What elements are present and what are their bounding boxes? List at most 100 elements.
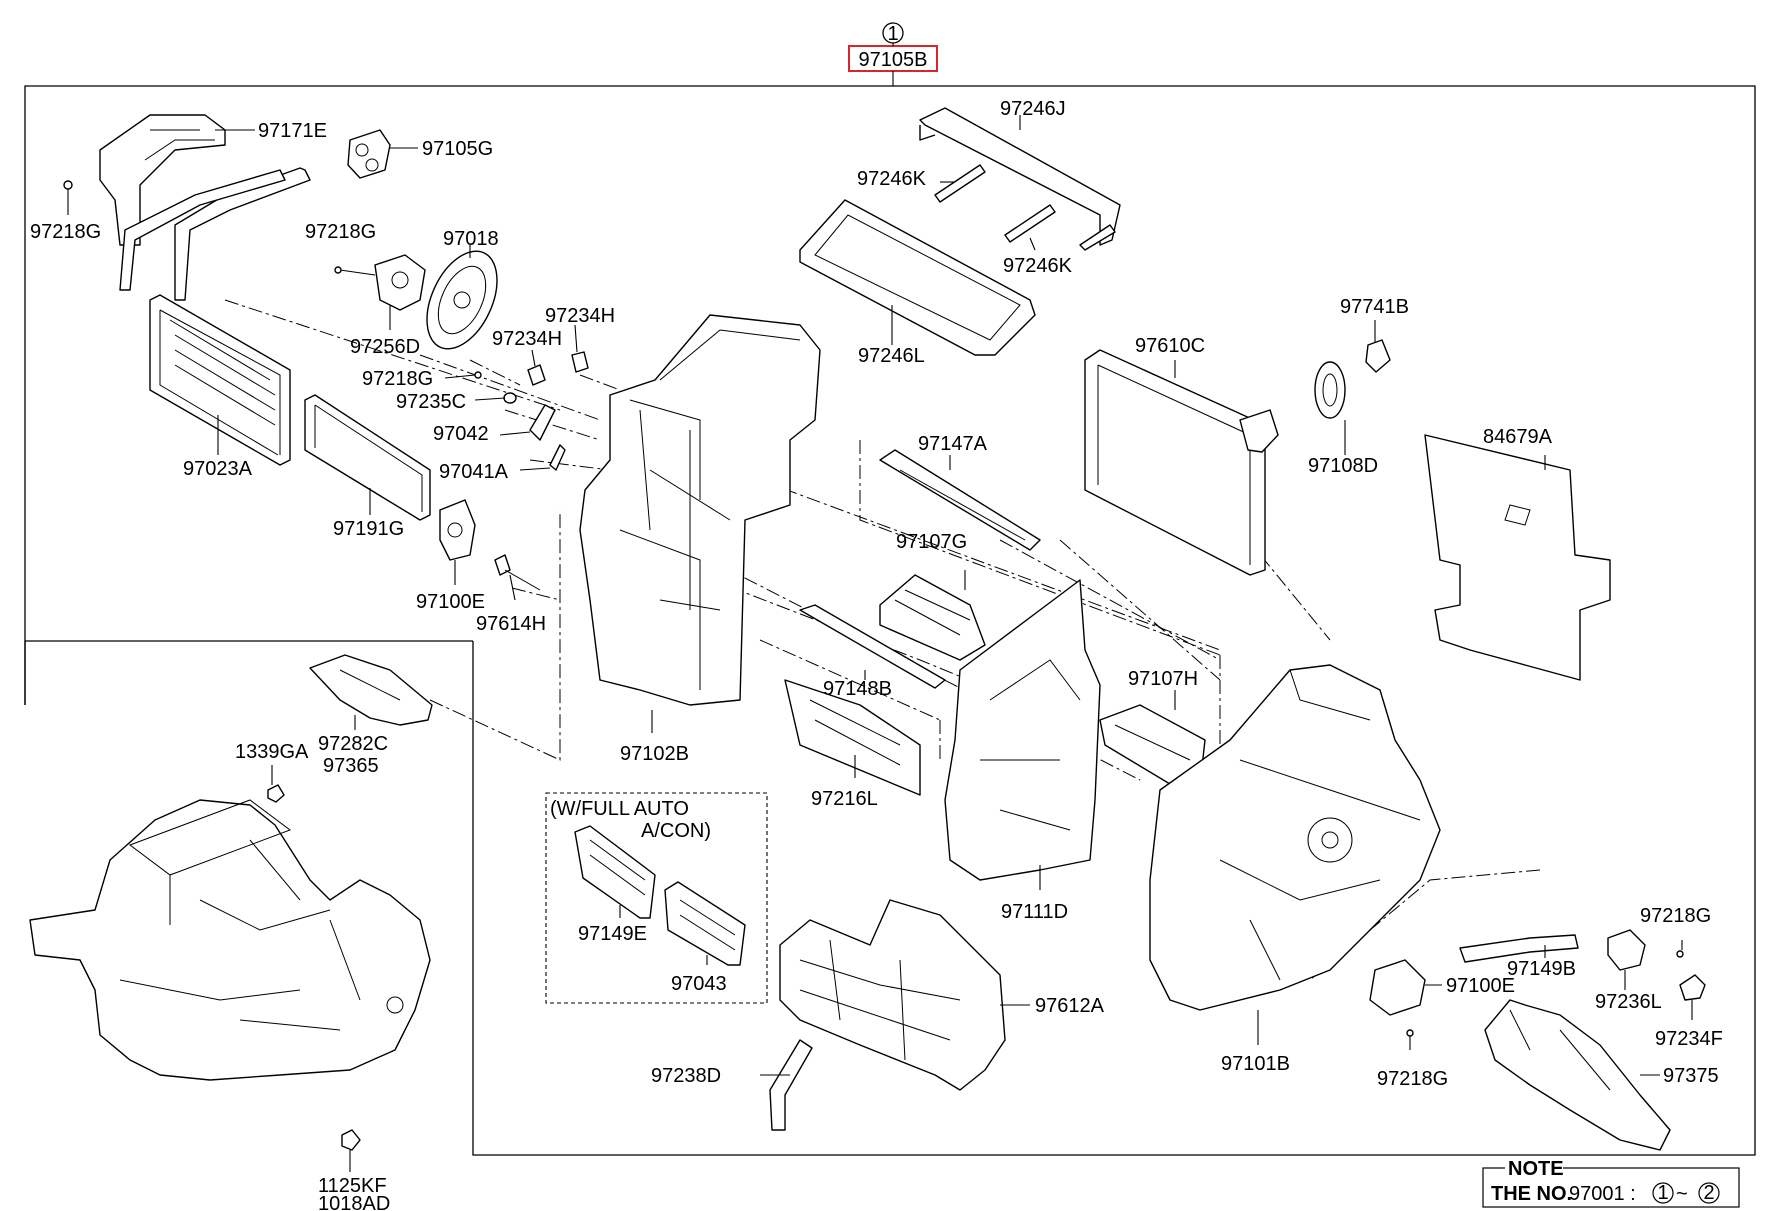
bolt-1125KF-part[interactable] — [341, 1129, 361, 1151]
label-97218G-a[interactable]: 97218G — [30, 221, 101, 243]
label-97238D[interactable]: 97238D — [651, 1065, 721, 1087]
label-97101B[interactable]: 97101B — [1221, 1053, 1290, 1075]
case-97101B-part[interactable] — [1149, 664, 1441, 1011]
label-84679A[interactable]: 84679A — [1483, 426, 1553, 448]
hvac-unit-assembly-part[interactable] — [29, 799, 431, 1081]
option-box — [545, 792, 768, 1004]
label-97246K-a[interactable]: 97246K — [857, 168, 927, 190]
note-range-start-circle — [1652, 1182, 1674, 1204]
heater-core-97023A-part[interactable] — [149, 294, 291, 466]
case-97102B-part[interactable] — [579, 314, 821, 706]
bracket-97171E-part[interactable] — [99, 114, 226, 246]
label-97191G[interactable]: 97191G — [333, 518, 404, 540]
door-97147A-part[interactable] — [879, 449, 1041, 551]
label-97246J[interactable]: 97246J — [1000, 98, 1066, 120]
insulation-84679A-part[interactable] — [1424, 434, 1611, 681]
label-97216L[interactable]: 97216L — [811, 788, 878, 810]
label-97171E[interactable]: 97171E — [258, 120, 327, 142]
clip-97741B-part[interactable] — [1365, 339, 1391, 373]
label-97105G[interactable]: 97105G — [422, 138, 493, 160]
seal-97246K-c-part[interactable] — [1079, 224, 1116, 251]
grommet-97108D-part[interactable] — [1314, 361, 1346, 419]
label-97111D[interactable]: 97111D — [1001, 901, 1068, 923]
label-97256D[interactable]: 97256D — [350, 336, 420, 358]
label-97042[interactable]: 97042 — [433, 423, 489, 445]
label-97041A[interactable]: 97041A — [439, 461, 509, 483]
lower-case-97612A-part[interactable] — [779, 899, 1006, 1091]
door-97107G-part[interactable] — [879, 574, 986, 661]
door-97149E-part[interactable] — [574, 825, 656, 919]
label-97234H-a[interactable]: 97234H — [545, 305, 615, 327]
label-97043[interactable]: 97043 — [671, 973, 727, 995]
label-97147A[interactable]: 97147A — [918, 433, 988, 455]
link-97041A-part[interactable] — [549, 444, 566, 471]
label-97234H-b[interactable]: 97234H — [492, 328, 562, 350]
seal-97246K-b-part[interactable] — [1004, 204, 1056, 243]
label-97218G-e[interactable]: 97218G — [1640, 905, 1711, 927]
label-97218G-d[interactable]: 97218G — [1377, 1068, 1448, 1090]
label-97282C[interactable]: 97282C — [318, 733, 388, 755]
label-97246K-b[interactable]: 97246K — [1003, 255, 1073, 277]
lever-97042-part[interactable] — [529, 404, 556, 441]
label-97365[interactable]: 97365 — [323, 755, 379, 777]
label-97614H[interactable]: 97614H — [476, 613, 546, 635]
label-1125KF[interactable]: 1125KF — [318, 1175, 387, 1197]
filter-97191G-part[interactable] — [304, 394, 431, 521]
label-97107G[interactable]: 97107G — [896, 531, 967, 553]
label-97023A[interactable]: 97023A — [183, 458, 253, 480]
label-97149E[interactable]: 97149E — [578, 923, 647, 945]
case-97111D-part[interactable] — [944, 579, 1101, 881]
actuator-97256D-part[interactable] — [334, 254, 426, 311]
label-1339GA[interactable]: 1339GA — [235, 741, 309, 763]
blower-duct-97282C-part[interactable] — [309, 654, 433, 726]
label-97236L[interactable]: 97236L — [1595, 991, 1662, 1013]
label-97100E-a[interactable]: 97100E — [416, 591, 485, 613]
sensor-97614H-part[interactable] — [494, 554, 541, 591]
nut-1339GA-part[interactable] — [267, 784, 285, 803]
label-97148B[interactable]: 97148B — [823, 678, 892, 700]
label-97612A[interactable]: 97612A — [1035, 995, 1105, 1017]
leader-lines — [67, 115, 1693, 1172]
sensor-97236L-part[interactable] — [1607, 929, 1646, 971]
hose-97149B-part[interactable] — [1459, 934, 1579, 963]
heater-pipe-part[interactable] — [119, 167, 311, 301]
label-97218G-b[interactable]: 97218G — [305, 221, 376, 243]
label-97375[interactable]: 97375 — [1663, 1065, 1719, 1087]
screw-97218G-c-part[interactable] — [474, 371, 482, 379]
door-97216L-part[interactable] — [784, 679, 921, 796]
assembly-frame — [24, 85, 1756, 1156]
filter-frame-97246L-part[interactable] — [799, 199, 1036, 356]
door-97043-part[interactable] — [664, 881, 746, 966]
screw-97218G-a-part[interactable] — [63, 180, 73, 212]
label-97234F[interactable]: 97234F — [1655, 1028, 1723, 1050]
label-97610C[interactable]: 97610C — [1135, 335, 1205, 357]
actuator-97100E-a-part[interactable] — [439, 499, 476, 561]
label-97149B[interactable]: 97149B — [1507, 958, 1576, 980]
label-97218G-c[interactable]: 97218G — [362, 368, 433, 390]
washer-97235C-part[interactable] — [503, 392, 517, 404]
duct-97375-part[interactable] — [1484, 999, 1671, 1151]
screw-97218G-e-part[interactable] — [1676, 950, 1684, 958]
seal-97246K-a-part[interactable] — [934, 164, 986, 203]
door-97148B-part[interactable] — [799, 604, 946, 689]
label-97102B[interactable]: 97102B — [620, 743, 689, 765]
label-97107H[interactable]: 97107H — [1128, 668, 1198, 690]
fan-motor-97018-part[interactable] — [413, 240, 511, 360]
actuator-97100E-b-part[interactable] — [1369, 959, 1426, 1037]
clip-97234H-a-part[interactable] — [571, 351, 589, 373]
label-97018[interactable]: 97018 — [443, 228, 499, 250]
evaporator-97610C-part[interactable] — [1084, 349, 1279, 576]
label-97246L[interactable]: 97246L — [858, 345, 925, 367]
frame-97246J-part[interactable] — [919, 107, 1121, 246]
label-97235C[interactable]: 97235C — [396, 391, 466, 413]
clip-97234H-b-part[interactable] — [527, 364, 546, 386]
hose-97238D-part[interactable] — [769, 1039, 813, 1131]
label-97100E-b[interactable]: 97100E — [1446, 975, 1515, 997]
seal-97105G-part[interactable] — [347, 129, 391, 179]
label-97741B[interactable]: 97741B — [1340, 296, 1409, 318]
label-1018AD[interactable]: 1018AD — [318, 1193, 390, 1211]
label-97108D[interactable]: 97108D — [1308, 455, 1378, 477]
assembly-part-number[interactable]: 97105B — [859, 49, 928, 71]
cap-97234F-part[interactable] — [1679, 974, 1706, 1001]
